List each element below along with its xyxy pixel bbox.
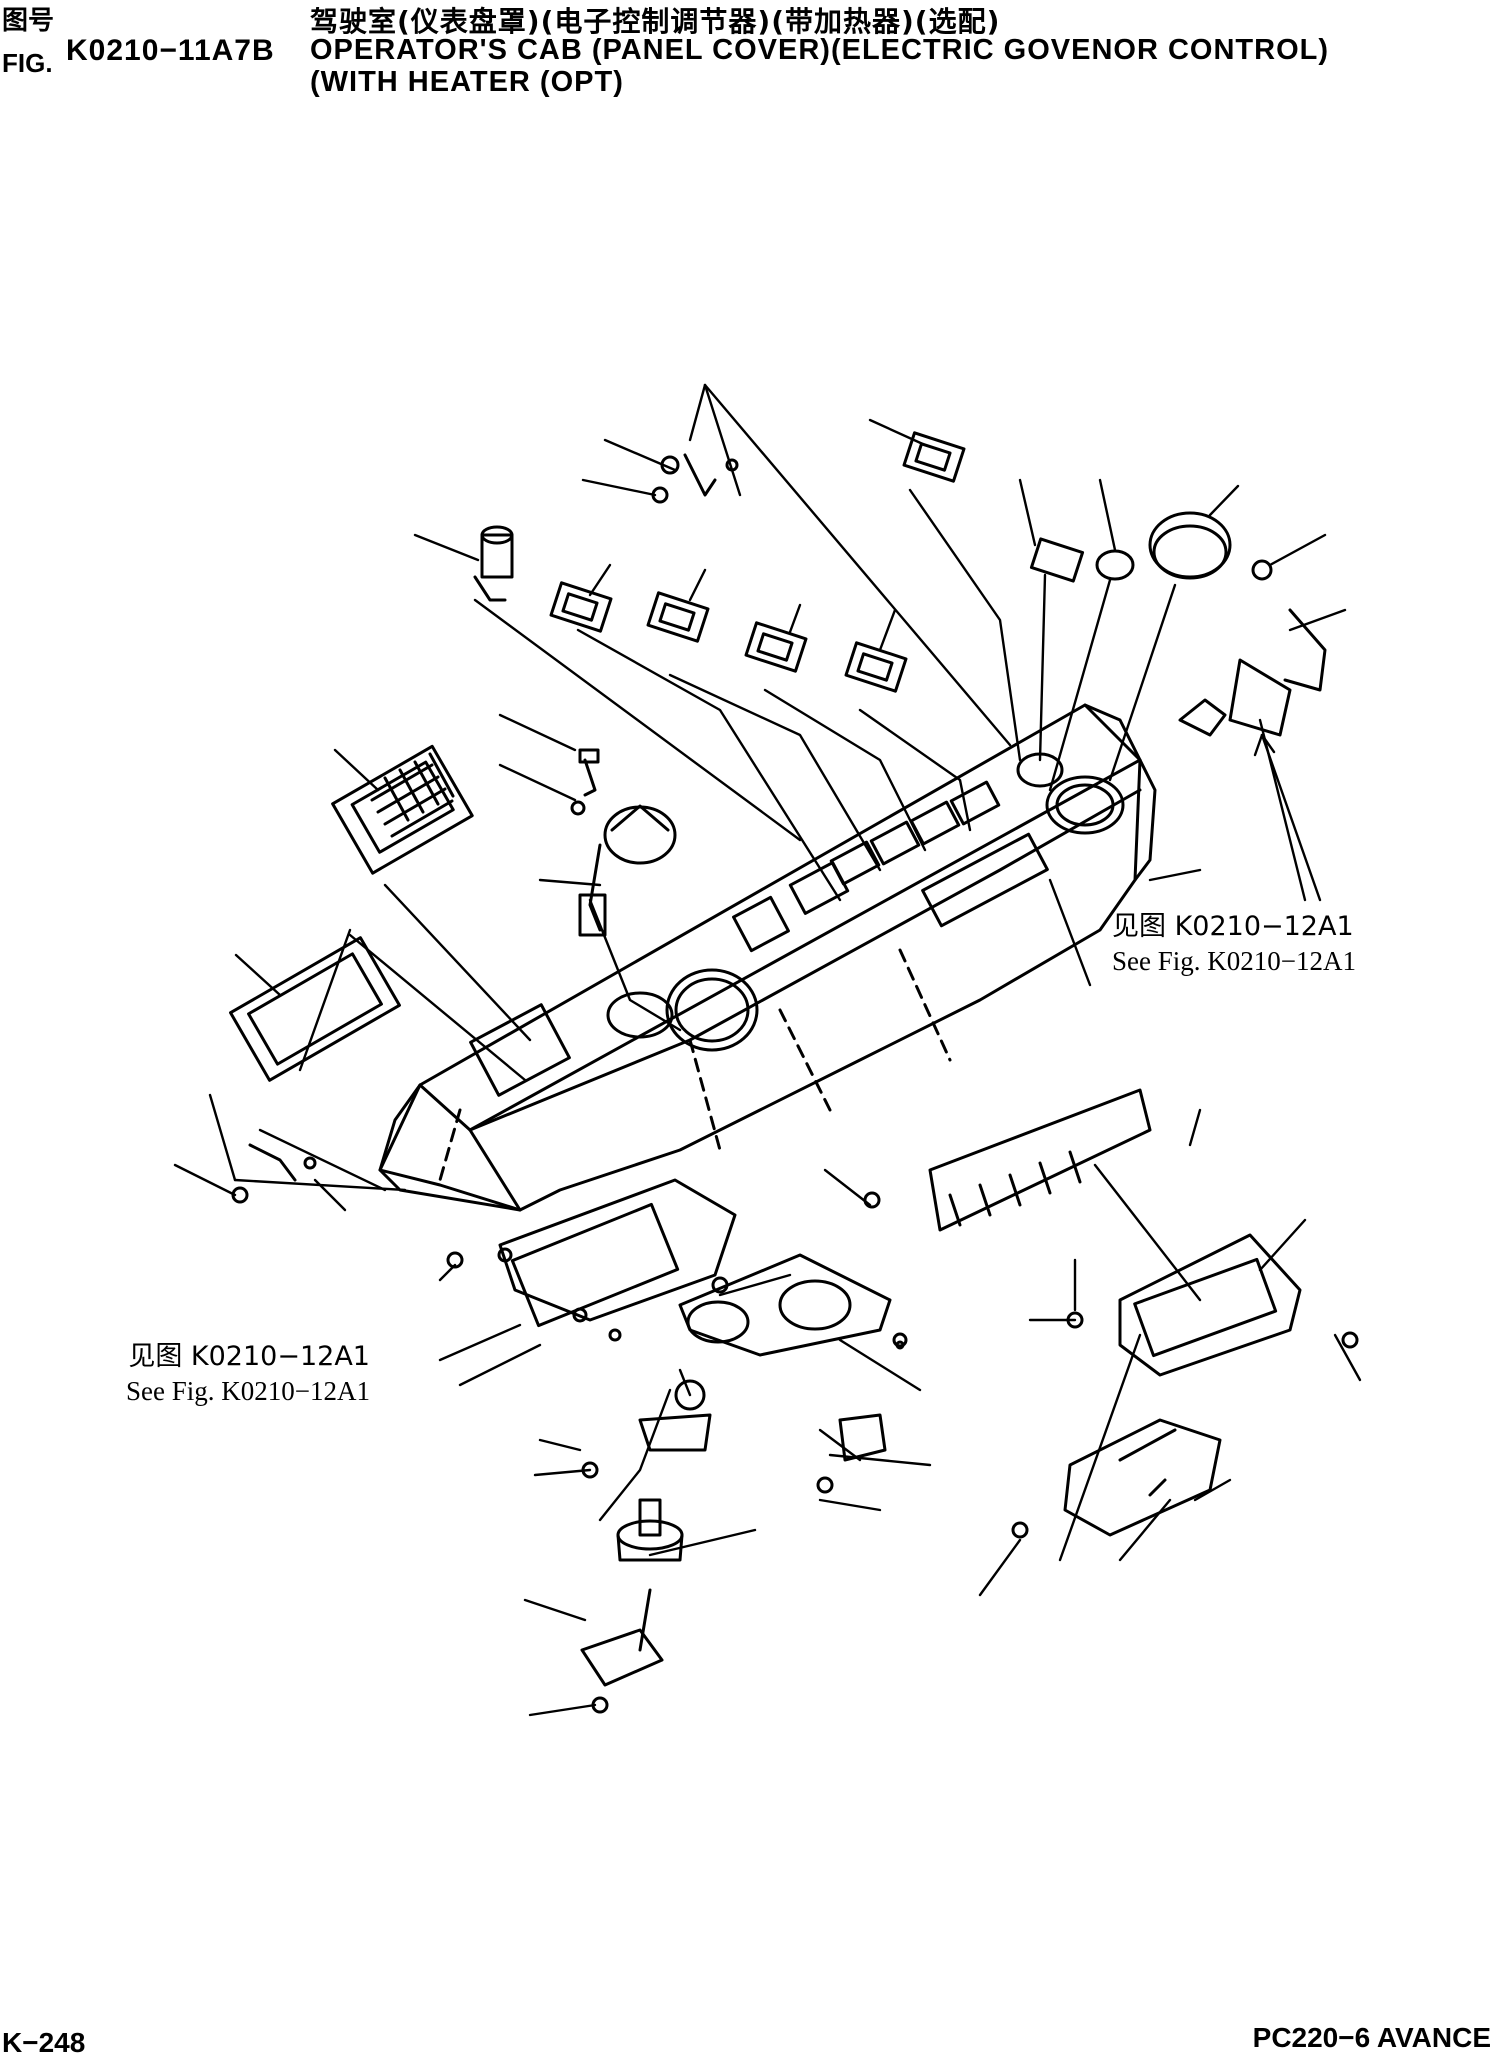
reference-callout-left: 见图 K0210−12A1 See Fig. K0210−12A1 [126,1340,370,1408]
title-english-line-2: (WITH HEATER (OPT) [310,66,624,98]
reference-right-cn: 见图 K0210−12A1 [1112,911,1354,942]
title-chinese: 驾驶室(仪表盘罩)(电子控制调节器)(带加热器)(选配) [310,5,1001,38]
reference-left-cn: 见图 K0210−12A1 [128,1341,370,1372]
bracket-parts [231,1088,1302,1687]
model-name: PC220−6 AVANCE [1252,2022,1491,2053]
switch-parts [229,431,1327,1082]
page-number: K−248 [2,2027,86,2058]
figure-number: K0210−11A7B [66,34,275,67]
reference-right-en: See Fig. K0210−12A1 [1112,946,1356,976]
panel-cover-body [378,703,1157,1212]
reference-left-en: See Fig. K0210−12A1 [126,1376,370,1406]
leader-lines [173,383,1362,1717]
figure-label-en: FIG. [2,48,53,78]
reference-callout-right: 见图 K0210−12A1 See Fig. K0210−12A1 [1112,910,1356,978]
bolt-parts [446,1191,1359,1714]
panel-openings [469,752,1125,1097]
reference-arrows [1253,733,1322,902]
figure-label-cn: 图号 [2,6,55,36]
title-english-line-1: OPERATOR'S CAB (PANEL COVER)(ELECTRIC GO… [310,34,1330,66]
